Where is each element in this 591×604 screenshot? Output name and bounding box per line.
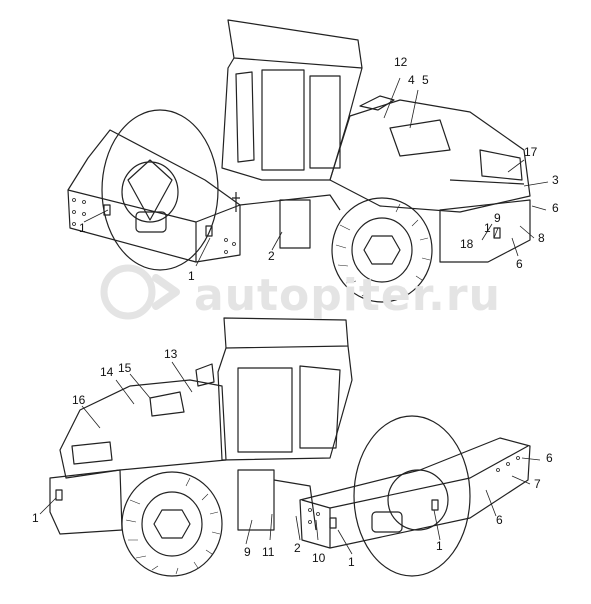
top-tire bbox=[331, 197, 433, 303]
callout-6: 6 bbox=[546, 451, 553, 465]
top-leader-lines bbox=[83, 77, 549, 267]
callout-17: 17 bbox=[524, 145, 538, 159]
bottom-pivot bbox=[237, 469, 275, 531]
callout-6: 6 bbox=[516, 257, 523, 271]
top-cab-roof bbox=[227, 19, 363, 69]
callout-18: 18 bbox=[460, 237, 474, 251]
bottom-drum-frame bbox=[299, 437, 531, 549]
callout-12: 12 bbox=[394, 55, 408, 69]
callout-1: 1 bbox=[436, 539, 443, 553]
bottom-tire bbox=[121, 471, 223, 577]
callout-9: 9 bbox=[494, 211, 501, 225]
bottom-hood bbox=[59, 379, 227, 479]
callout-1: 1 bbox=[188, 269, 195, 283]
top-drum bbox=[101, 109, 219, 271]
top-drum-frame bbox=[67, 129, 241, 263]
callout-16: 16 bbox=[72, 393, 86, 407]
top-roller bbox=[67, 19, 549, 303]
top-hood bbox=[329, 99, 531, 213]
callout-9: 9 bbox=[244, 545, 251, 559]
callout-2: 2 bbox=[268, 249, 275, 263]
watermark: autopiter.ru bbox=[98, 262, 518, 332]
callout-15: 15 bbox=[118, 361, 132, 375]
top-pivot bbox=[279, 199, 311, 249]
callout-1: 1 bbox=[484, 221, 491, 235]
callout-10: 10 bbox=[312, 551, 326, 565]
callout-3: 3 bbox=[552, 173, 559, 187]
bottom-leader-lines bbox=[39, 361, 541, 555]
callout-6: 6 bbox=[552, 201, 559, 215]
watermark-text: autopiter.ru bbox=[194, 270, 501, 321]
callout-8: 8 bbox=[538, 231, 545, 245]
callout-1: 1 bbox=[32, 511, 39, 525]
callout-13: 13 bbox=[164, 347, 178, 361]
callout-5: 5 bbox=[422, 73, 429, 87]
callout-1: 1 bbox=[79, 221, 86, 235]
callout-4: 4 bbox=[408, 73, 415, 87]
watermark-logo-icon bbox=[100, 264, 180, 320]
top-rear-frame bbox=[439, 199, 531, 263]
callout-7: 7 bbox=[534, 477, 541, 491]
callout-2: 2 bbox=[294, 541, 301, 555]
bottom-roller bbox=[39, 317, 541, 577]
bottom-front-frame bbox=[49, 469, 123, 535]
bottom-drum bbox=[353, 415, 471, 577]
callout-6: 6 bbox=[496, 513, 503, 527]
callout-1: 1 bbox=[348, 555, 355, 569]
callout-11: 11 bbox=[262, 545, 275, 559]
callout-14: 14 bbox=[100, 365, 114, 379]
